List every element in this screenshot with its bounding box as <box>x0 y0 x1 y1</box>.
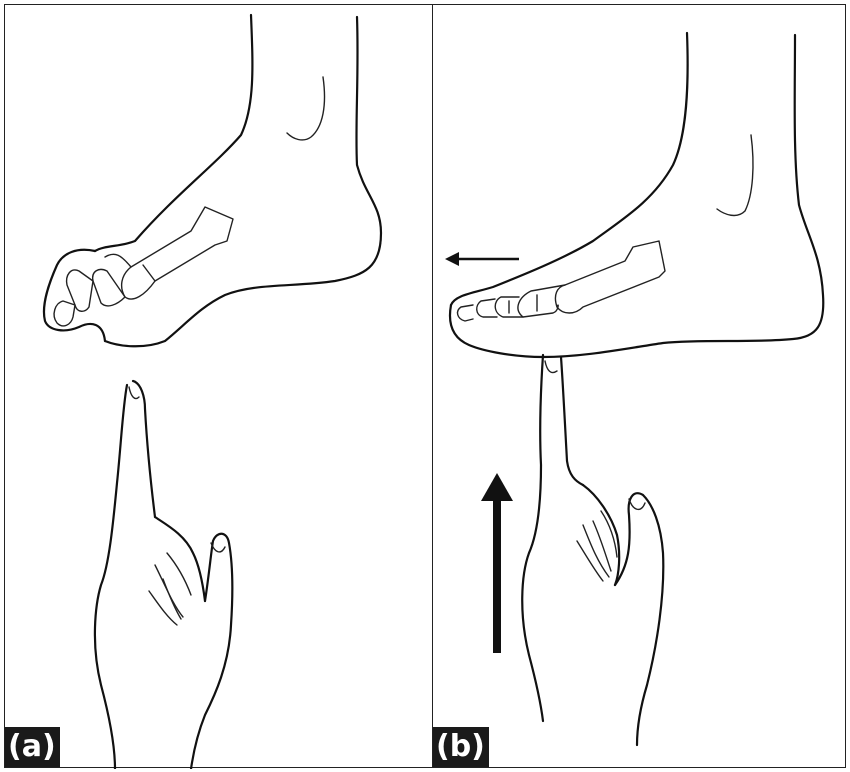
panel-a-drawing <box>5 5 433 769</box>
large-arrow <box>481 473 513 653</box>
foot-bones <box>54 207 233 326</box>
foot-outline <box>450 33 823 357</box>
figure: (a) <box>4 4 846 768</box>
foot-bones <box>458 241 665 321</box>
panel-a: (a) <box>5 5 433 767</box>
pointing-hand <box>522 355 663 745</box>
panel-a-label: (a) <box>5 727 60 767</box>
small-arrow <box>445 252 519 266</box>
panel-b-label: (b) <box>433 727 489 767</box>
pointing-hand <box>95 381 232 769</box>
foot-outline <box>44 15 381 346</box>
panel-b: (b) <box>433 5 845 767</box>
panel-b-drawing <box>433 5 845 769</box>
